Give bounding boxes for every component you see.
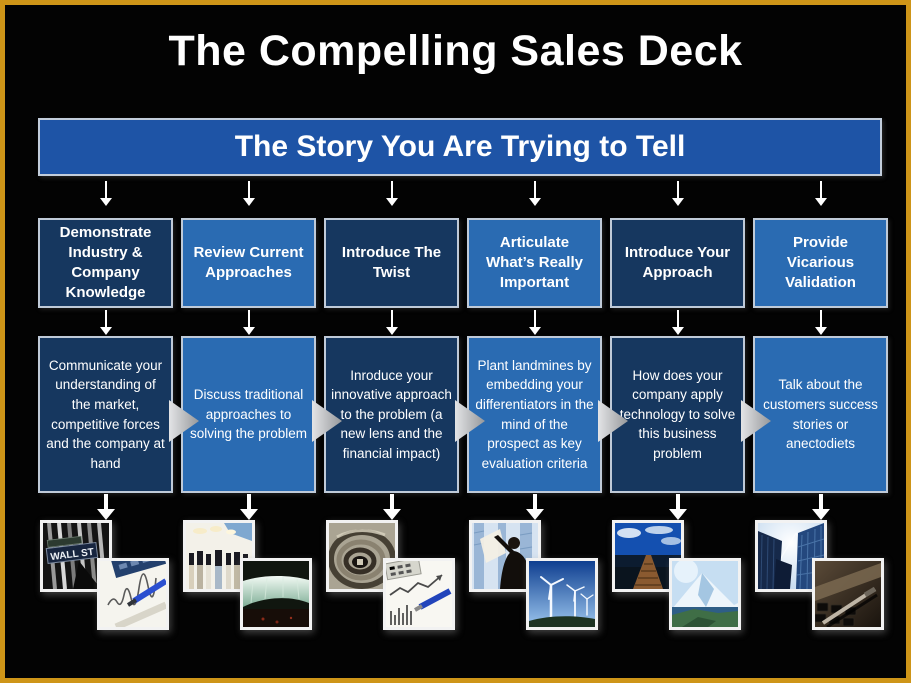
stage-label: Review Current Approaches [193, 243, 304, 281]
down-arrow-icon [811, 494, 830, 520]
detail-text: How does your company apply technology t… [619, 367, 736, 461]
mountain-photo [669, 558, 741, 630]
flow-chevron-icon [169, 400, 199, 442]
down-arrow-icon [239, 494, 258, 520]
down-arrow-icon [99, 310, 112, 335]
detail-text: Communicate your understanding of the ma… [46, 357, 165, 471]
wall-st-sign-text: WALL ST [50, 547, 95, 563]
down-arrow-icon [385, 181, 398, 206]
flow-chevron-icon [455, 400, 485, 442]
photo-group-2 [181, 520, 316, 636]
flow-chevron-icon [598, 400, 628, 442]
photo-group-5 [610, 520, 745, 636]
photo-group-3 [324, 520, 459, 636]
down-arrow-icon [814, 181, 827, 206]
down-arrow-icon [385, 310, 398, 335]
stage-box-demonstrate-knowledge: Demonstrate Industry & Company Knowledge [38, 218, 173, 308]
waterfall-photo [240, 558, 312, 630]
laptop-pen-photo [812, 558, 884, 630]
detail-text: Plant landmines by embedding your differ… [475, 357, 594, 471]
photo-group-4 [467, 520, 602, 636]
photo-row: WALL ST [38, 520, 888, 636]
stage-box-introduce-approach: Introduce Your Approach [610, 218, 745, 308]
detail-text: Inroduce your innovative approach to the… [331, 367, 452, 461]
detail-box-plant-landmines: Plant landmines by embedding your differ… [467, 336, 602, 493]
photo-group-1: WALL ST [38, 520, 173, 636]
story-banner-label: The Story You Are Trying to Tell [234, 130, 686, 163]
detail-text: Discuss traditional approaches to solvin… [189, 387, 308, 442]
down-arrow-icon [242, 181, 255, 206]
wind-turbines-photo [526, 558, 598, 630]
stage-box-introduce-twist: Introduce The Twist [324, 218, 459, 308]
stage-box-articulate-important: Articulate What’s Really Important [467, 218, 602, 308]
down-arrow-icon [382, 494, 401, 520]
stage-box-review-approaches: Review Current Approaches [181, 218, 316, 308]
down-arrow-icon [671, 310, 684, 335]
calculator-chart-pen-photo [383, 558, 455, 630]
pen-and-chart-photo [97, 558, 169, 630]
page-title: The Compelling Sales Deck [168, 27, 743, 75]
down-arrow-icon [528, 181, 541, 206]
wall-street-sign-photo: WALL ST [40, 520, 112, 592]
down-arrow-icon [671, 181, 684, 206]
detail-row: Communicate your understanding of the ma… [38, 336, 888, 493]
down-arrow-icon [814, 310, 827, 335]
arrow-row-details-to-photos [38, 494, 888, 520]
down-arrow-icon [242, 310, 255, 335]
story-banner: The Story You Are Trying to Tell [38, 118, 882, 176]
detail-box-apply-technology: How does your company apply technology t… [610, 336, 745, 493]
down-arrow-icon [528, 310, 541, 335]
stage-label: Articulate What’s Really Important [486, 233, 583, 292]
stage-header-row: Demonstrate Industry & Company Knowledge… [38, 218, 888, 308]
stage-label: Demonstrate Industry & Company Knowledge [59, 223, 152, 302]
detail-box-communicate-understanding: Communicate your understanding of the ma… [38, 336, 173, 493]
photo-group-6 [753, 520, 888, 636]
arrow-row-stages-to-details [38, 310, 888, 335]
detail-box-success-stories: Talk about the customers success stories… [753, 336, 888, 493]
detail-box-discuss-traditional: Discuss traditional approaches to solvin… [181, 336, 316, 493]
flow-chevron-icon [312, 400, 342, 442]
down-arrow-icon [668, 494, 687, 520]
stage-box-vicarious-validation: Provide Vicarious Validation [753, 218, 888, 308]
detail-box-innovative-approach: Inroduce your innovative approach to the… [324, 336, 459, 493]
down-arrow-icon [96, 494, 115, 520]
stage-label: Introduce Your Approach [624, 243, 731, 281]
down-arrow-icon [99, 181, 112, 206]
detail-text: Talk about the customers success stories… [763, 377, 878, 452]
arrow-row-banner-to-stages [38, 181, 888, 206]
down-arrow-icon [525, 494, 544, 520]
flow-chevron-icon [741, 400, 771, 442]
stage-label: Introduce The Twist [341, 243, 442, 281]
stage-label: Provide Vicarious Validation [785, 233, 856, 292]
